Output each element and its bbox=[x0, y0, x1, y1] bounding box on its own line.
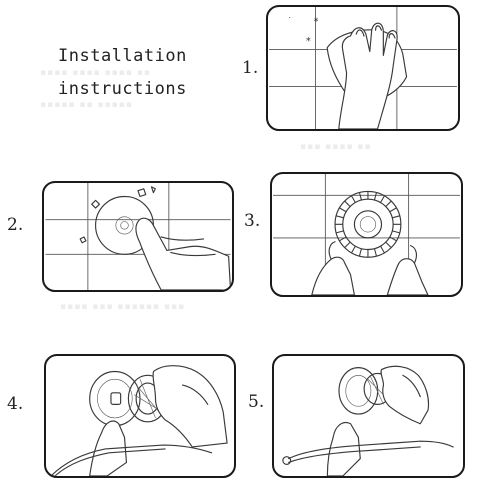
ghost-text-decoration: ▪▪▪ ▪▪▪▪ ▪▪ bbox=[300, 142, 372, 152]
svg-text:*: * bbox=[314, 16, 319, 27]
instructions-title-line2: instructions bbox=[58, 79, 187, 99]
gear-tooth bbox=[344, 241, 351, 248]
gear-tooth bbox=[389, 236, 397, 242]
step-5-panel bbox=[272, 354, 465, 478]
gear-tooth bbox=[339, 207, 347, 213]
gear-tooth bbox=[336, 215, 344, 219]
gear-tooth bbox=[351, 195, 356, 203]
gear-tooth bbox=[385, 200, 392, 207]
gear-tooth bbox=[336, 230, 344, 234]
gear-tooth bbox=[358, 192, 362, 201]
gear-tooth bbox=[351, 245, 356, 254]
ghost-text-decoration: ▪▪▪▪ ▪▪▪▪ ▪▪▪▪ ▪▪ bbox=[40, 68, 151, 78]
step-number-5: 5. bbox=[248, 392, 265, 412]
gear-tooth bbox=[380, 195, 385, 203]
gear-tooth bbox=[392, 230, 400, 234]
step-number-4: 4. bbox=[7, 394, 24, 414]
gear-tooth bbox=[392, 215, 400, 219]
ghost-text-decoration: ▪▪▪▪ ▪▪▪ ▪▪▪▪▪▪ ▪▪▪ bbox=[60, 302, 186, 312]
gear-tooth bbox=[389, 207, 397, 213]
attach-holder-illustration bbox=[50, 365, 228, 476]
gear-tooth bbox=[385, 241, 392, 248]
mount-suction-base-illustration bbox=[273, 174, 460, 295]
step-number-3: 3. bbox=[244, 211, 261, 231]
svg-text:*: * bbox=[306, 36, 311, 47]
gear-tooth bbox=[373, 248, 377, 257]
ghost-text-decoration: ▪▪▪▪▪ ▪▪ ▪▪▪▪▪ bbox=[40, 100, 133, 110]
gear-tooth bbox=[373, 192, 377, 201]
step-2-panel bbox=[42, 181, 234, 292]
step-number-2: 2. bbox=[7, 215, 24, 235]
gear-tooth bbox=[339, 236, 347, 242]
tighten-knob-illustration bbox=[282, 365, 454, 476]
step-4-panel bbox=[44, 354, 236, 478]
step-3-panel bbox=[270, 172, 463, 297]
attach-adhesive-disc-illustration bbox=[45, 183, 232, 290]
step-1-panel: · * * bbox=[266, 5, 460, 131]
instructions-title-line1: Installation bbox=[58, 46, 187, 66]
gear-tooth bbox=[380, 245, 385, 254]
gear-tooth bbox=[344, 200, 351, 207]
wipe-surface-illustration: · * * bbox=[269, 7, 457, 129]
svg-text:·: · bbox=[288, 14, 290, 23]
gear-tooth bbox=[358, 248, 362, 257]
step-number-1: 1. bbox=[242, 58, 259, 78]
